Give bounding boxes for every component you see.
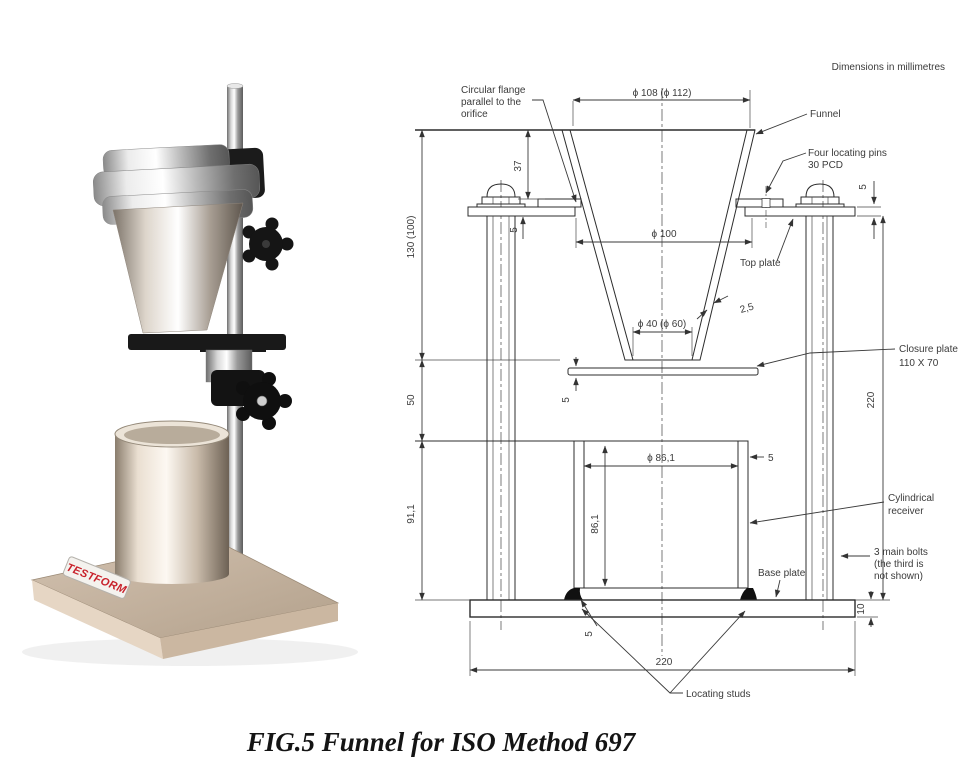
dim-base-thk: 10 — [856, 603, 867, 615]
dim-receiver-inner-h: 86,1 — [590, 514, 601, 534]
label-flange-3: orifice — [461, 109, 488, 120]
label-base-plate: Base plate — [758, 568, 806, 579]
closure-plate-section — [567, 367, 759, 376]
label-flange-1: Circular flange — [461, 85, 526, 96]
dim-h-gap: 50 — [406, 394, 417, 406]
figure-canvas: TESTFORM Dimensions in millimetres — [22, 62, 958, 700]
dim-h-funnel: 130 (100) — [406, 216, 417, 259]
label-bolts-3: not shown) — [874, 571, 923, 582]
dim-dia-100: ϕ 100 — [651, 229, 677, 240]
dim-5-plate-right: 5 — [858, 184, 869, 190]
dim-dia-receiver: ϕ 86,1 — [647, 453, 675, 464]
label-receiver-1: Cylindrical — [888, 493, 934, 504]
dim-wall-thk: 2,5 — [739, 301, 756, 316]
funnel-section — [415, 129, 756, 361]
receiver-cup-photo — [114, 420, 230, 584]
dim-h-overall: 220 — [866, 391, 877, 408]
base-plate-photo — [30, 539, 340, 659]
units-note: Dimensions in millimetres — [832, 62, 945, 73]
label-closure-2: 110 X 70 — [899, 358, 939, 369]
label-pins-1: Four locating pins — [808, 148, 887, 159]
bracket-arm — [200, 342, 266, 352]
label-bolts-2: (the third is — [874, 559, 923, 570]
dimensions: ϕ 108 (ϕ 112) 37 5 ϕ 100 2,5 ϕ 40 (ϕ 60)… — [406, 88, 890, 676]
locating-pin — [761, 198, 771, 208]
locating-stud-left — [564, 588, 583, 600]
dim-receiver-wall: 5 — [768, 453, 774, 464]
label-closure-1: Closure plate — [899, 344, 958, 355]
leader-lines — [532, 99, 896, 694]
figure-caption: FIG.5 Funnel for ISO Method 697 — [246, 727, 636, 757]
centerlines — [500, 88, 824, 656]
base-plate-section — [469, 599, 856, 618]
label-pins-2: 30 PCD — [808, 160, 843, 171]
label-funnel: Funnel — [810, 109, 841, 120]
main-bolt-left — [476, 183, 526, 600]
dim-dia-orifice: ϕ 40 (ϕ 60) — [638, 319, 686, 330]
receiver-section — [415, 440, 757, 601]
label-studs: Locating studs — [686, 689, 751, 700]
dim-5-plate-left: 5 — [509, 227, 520, 233]
label-flange-2: parallel to the — [461, 97, 521, 108]
dim-dia-top: ϕ 108 (ϕ 112) — [633, 88, 692, 99]
label-top-plate: Top plate — [740, 258, 781, 269]
main-bolt-right — [795, 183, 845, 600]
technical-drawing: Dimensions in millimetres — [406, 62, 958, 700]
dim-closure-thk: 5 — [561, 397, 572, 403]
funnel-cone — [112, 202, 244, 334]
clamp-knob-upper — [242, 217, 294, 271]
clamp-knob-lower — [236, 372, 292, 430]
locating-stud-right — [740, 588, 757, 600]
label-bolts-1: 3 main bolts — [874, 547, 928, 558]
dim-h-receiver: 91,1 — [406, 504, 417, 524]
apparatus-photo: TESTFORM — [22, 83, 358, 666]
dim-37: 37 — [513, 160, 524, 172]
dim-base-width: 220 — [656, 657, 673, 668]
rod-cap — [226, 83, 244, 89]
dim-receiver-bottom: 5 — [584, 631, 595, 637]
callout-labels: Circular flange parallel to the orifice … — [461, 85, 958, 700]
label-receiver-2: receiver — [888, 506, 924, 517]
